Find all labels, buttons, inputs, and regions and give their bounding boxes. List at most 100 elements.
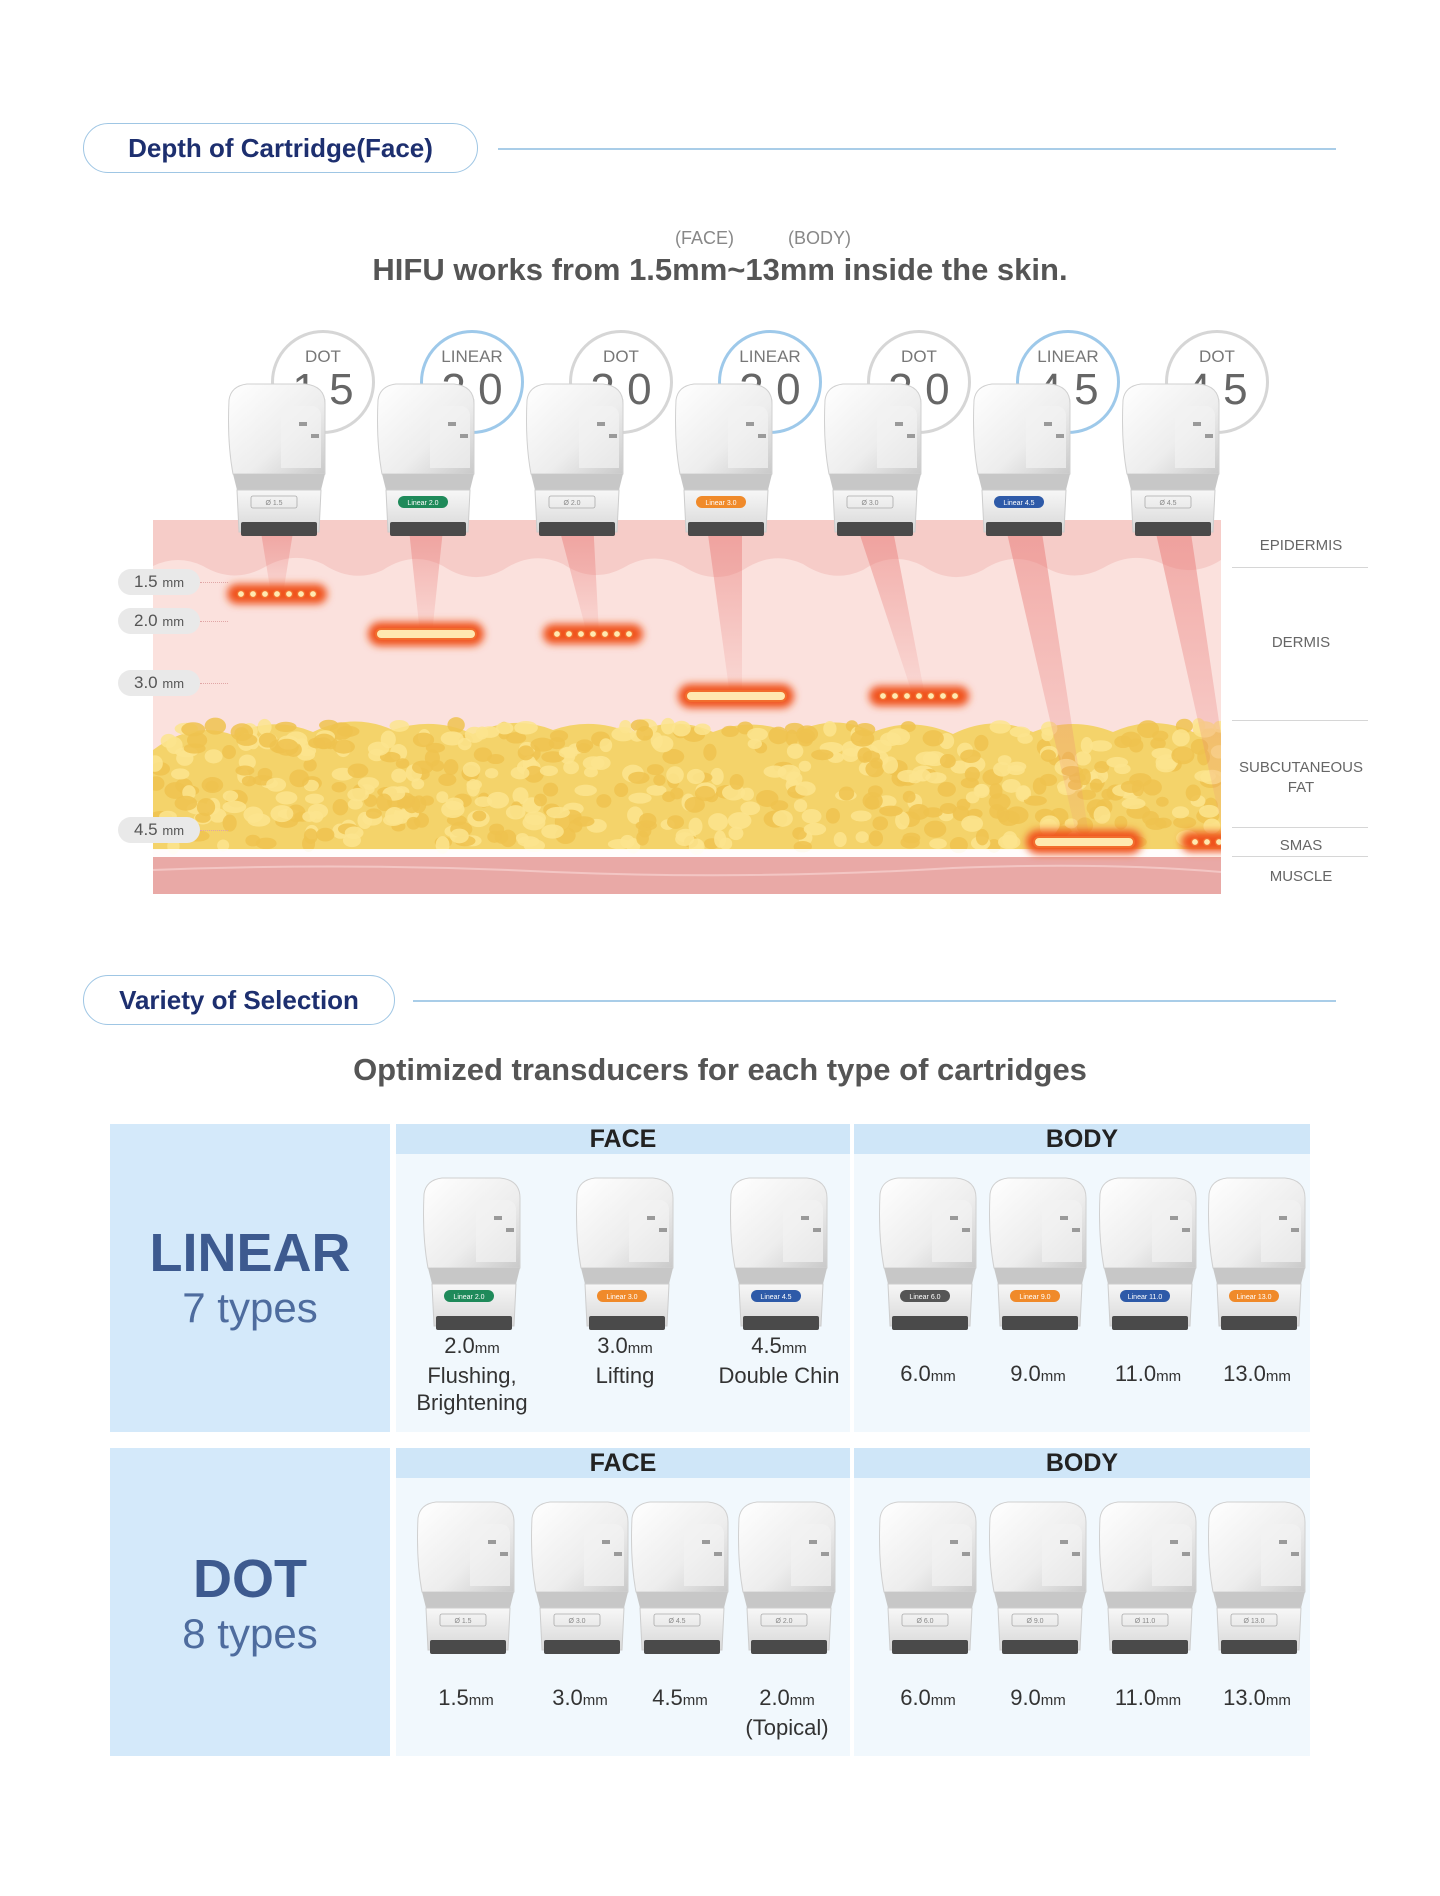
depth-unit: mm <box>1040 1692 1066 1709</box>
badge-type: DOT <box>901 347 937 366</box>
focal-dot <box>296 589 306 599</box>
focal-dots-glow <box>1181 832 1221 852</box>
depth-unit: mm <box>474 1340 500 1357</box>
focal-dot <box>308 589 318 599</box>
depth-value: 1.5 <box>438 1685 469 1710</box>
body-tag: (BODY) <box>788 228 851 248</box>
depth-unit: mm <box>930 1368 956 1385</box>
focal-dot <box>236 589 246 599</box>
section-title-depth: Depth of Cartridge(Face) <box>83 123 478 173</box>
focal-dot <box>612 629 622 639</box>
cartridge-icon: Linear 9.0 <box>989 1177 1087 1331</box>
depth-unit: mm <box>162 676 185 691</box>
linear-body-caption: 9.0mm <box>963 1360 1113 1390</box>
layer-separator <box>1232 827 1368 828</box>
linear-name: LINEAR <box>149 1223 351 1283</box>
depth-unit: mm <box>162 575 185 590</box>
dot-face-caption: 1.5mm <box>391 1684 541 1714</box>
cartridge-label: Ø 1.5 <box>265 500 282 507</box>
depth-unit: mm <box>1040 1368 1066 1385</box>
cartridge-label: Ø 1.5 <box>454 1618 471 1625</box>
ultrasound-beam <box>557 520 599 634</box>
depth-value: 13.0 <box>1223 1361 1266 1386</box>
skin-cross-section <box>153 520 1221 894</box>
focal-dot <box>1214 837 1221 847</box>
ultrasound-beams <box>259 520 1221 842</box>
depth-unit: mm <box>682 1692 708 1709</box>
cartridge-label: Ø 6.0 <box>916 1618 933 1625</box>
cartridge-icon: Linear 6.0 <box>879 1177 977 1331</box>
depth-value: 4.5 <box>652 1685 683 1710</box>
dot-face-caption: 4.5mm <box>605 1684 755 1714</box>
dot-body-caption: 6.0mm <box>853 1684 1003 1714</box>
linear-body-header: BODY <box>854 1124 1310 1154</box>
focal-dot <box>588 629 598 639</box>
focal-line <box>1033 836 1135 848</box>
linear-body-caption: 13.0mm <box>1182 1360 1332 1390</box>
badge-type: LINEAR <box>739 347 801 366</box>
caption-desc: Flushing, <box>427 1363 517 1388</box>
depth-value: 11.0 <box>1114 1685 1157 1710</box>
depth-guide-line <box>200 621 228 622</box>
depth-guide-line <box>200 830 228 831</box>
cartridge-icon: Ø 11.0 <box>1099 1501 1197 1655</box>
dot-body-header: BODY <box>854 1448 1310 1478</box>
cartridge-label: Ø 2.0 <box>775 1618 792 1625</box>
depth-unit: mm <box>162 614 185 629</box>
section-title-text: Variety of Selection <box>119 984 359 1015</box>
cartridge-icon: Ø 3.0 <box>531 1501 629 1655</box>
layer-subcutaneous-line2: FAT <box>1287 779 1315 796</box>
cartridge-icon: Linear 4.5 <box>973 383 1071 537</box>
depth-guide-line <box>200 683 228 684</box>
depth-value: 3.0 <box>134 673 158 692</box>
depth-value: 2.0 <box>444 1333 475 1358</box>
ultrasound-beam <box>1004 520 1090 842</box>
depth-value: 3.0 <box>552 1685 583 1710</box>
cartridge-icon: Ø 6.0 <box>879 1501 977 1655</box>
depth-marker: 4.5 mm <box>118 817 200 843</box>
cartridge-label: Ø 3.0 <box>861 500 878 507</box>
depth-unit: mm <box>789 1692 815 1709</box>
depth-marker: 2.0 mm <box>118 608 200 634</box>
focal-line <box>375 628 477 640</box>
layer-separator <box>1232 856 1368 857</box>
focal-dot <box>272 589 282 599</box>
depth-value: 1.5 <box>134 572 158 591</box>
hifu-headline: HIFU works from 1.5mm~13mm inside the sk… <box>372 252 1068 287</box>
dot-face-caption: 2.0mm(Topical) <box>712 1684 862 1741</box>
layer-separator <box>1232 720 1368 721</box>
focal-dot <box>260 589 270 599</box>
dot-face-header: FACE <box>396 1448 850 1478</box>
depth-unit: mm <box>162 823 185 838</box>
cartridge-label: Linear 13.0 <box>1236 1294 1271 1301</box>
cartridge-icon: Ø 3.0 <box>824 383 922 537</box>
dot-face-caption: 3.0mm <box>505 1684 655 1714</box>
depth-value: 11.0 <box>1114 1361 1157 1386</box>
focal-dot <box>902 691 912 701</box>
depth-unit: mm <box>1156 1692 1182 1709</box>
cartridge-icon: Ø 1.5 <box>417 1501 515 1655</box>
dot-body-caption: 9.0mm <box>963 1684 1113 1714</box>
smas-layer <box>153 849 1221 857</box>
depth-guide-line <box>200 582 228 583</box>
focal-dot <box>624 629 634 639</box>
focal-dot <box>564 629 574 639</box>
dot-summary: DOT 8 types <box>110 1448 390 1756</box>
depth-value: 13.0 <box>1223 1685 1266 1710</box>
depth-unit: mm <box>1156 1368 1182 1385</box>
focal-dot <box>284 589 294 599</box>
layer-muscle: MUSCLE <box>1269 868 1333 885</box>
cartridge-label: Ø 4.5 <box>668 1618 685 1625</box>
cartridge-label: Linear 4.5 <box>1003 500 1034 507</box>
layer-epidermis: EPIDERMIS <box>1259 537 1343 554</box>
cartridge-label: Linear 11.0 <box>1128 1294 1163 1301</box>
cartridge-icon: Ø 1.5 <box>228 383 326 537</box>
focal-dot <box>1190 837 1200 847</box>
ultrasound-beam <box>1153 520 1221 825</box>
ultrasound-beam <box>855 520 925 696</box>
layer-smas: SMAS <box>1279 837 1323 854</box>
fat-texture <box>153 717 1221 855</box>
cartridge-label: Linear 3.0 <box>606 1294 637 1301</box>
depth-value: 2.0 <box>759 1685 790 1710</box>
